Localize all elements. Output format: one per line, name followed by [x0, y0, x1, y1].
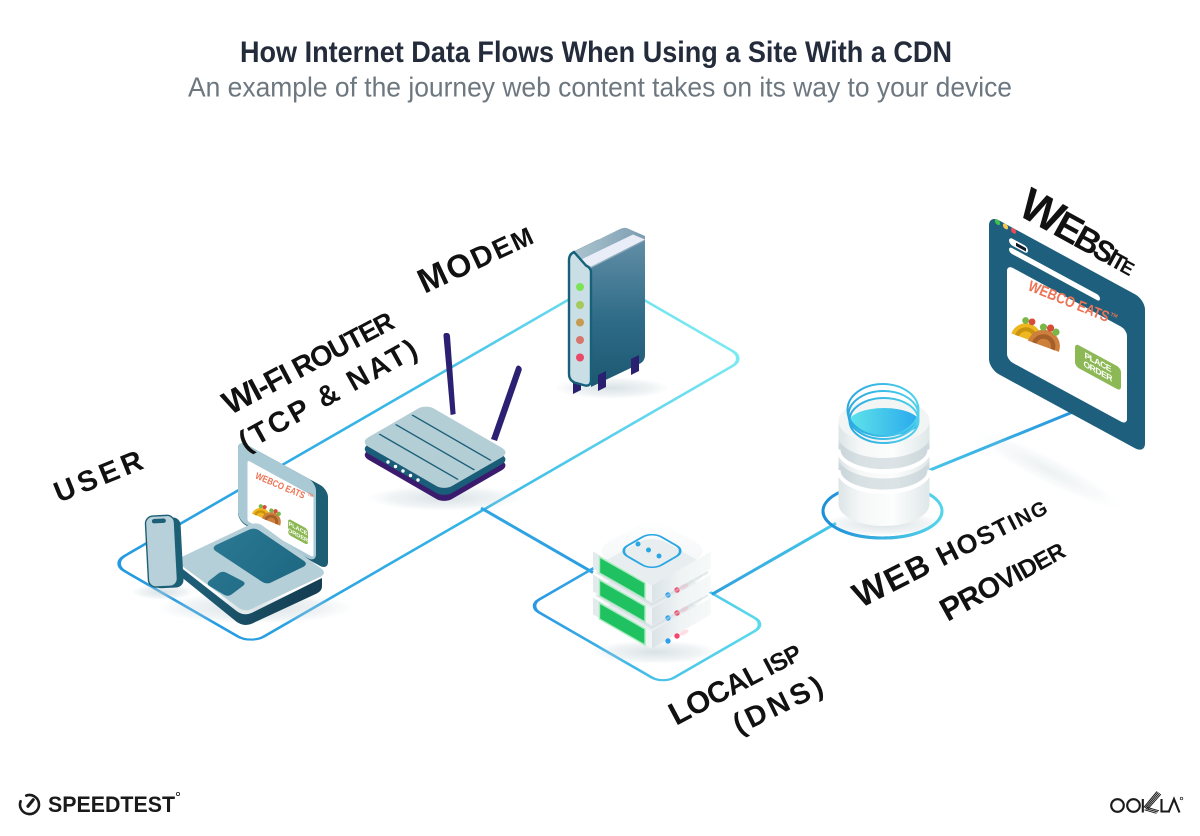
svg-text:SPEEDTEST: SPEEDTEST: [48, 792, 176, 817]
svg-text:TM: TM: [1109, 312, 1118, 320]
svg-text:An example of the journey web: An example of the journey web content ta…: [188, 72, 1012, 103]
svg-text:How Internet Data Flows When U: How Internet Data Flows When Using a Sit…: [240, 36, 952, 69]
svg-text:MODEM: MODEM: [412, 214, 540, 301]
svg-text:WI-FI ROUTER: WI-FI ROUTER: [216, 301, 400, 422]
svg-text:USER: USER: [50, 445, 148, 510]
svg-text:TM: TM: [307, 491, 315, 498]
